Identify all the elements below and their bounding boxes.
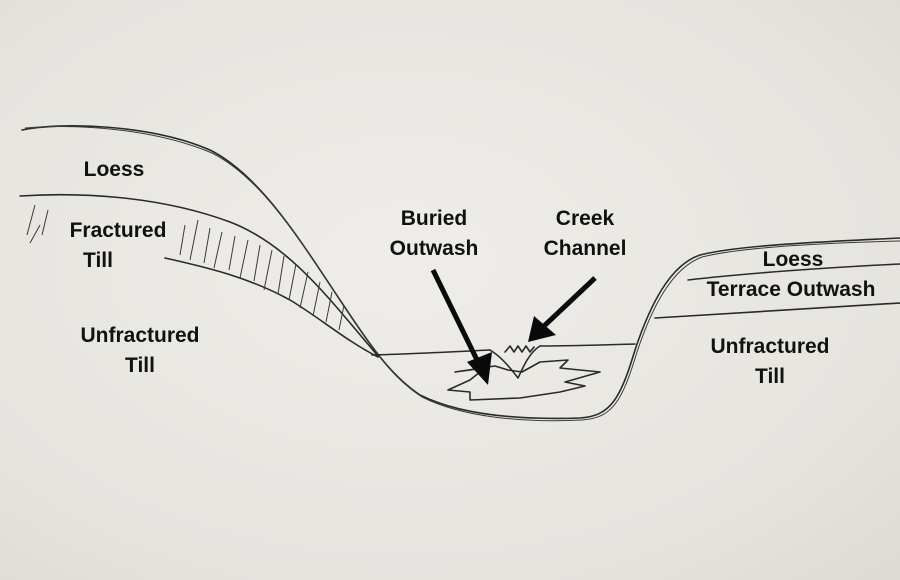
- label-terrace-outwash: Terrace Outwash: [706, 278, 876, 301]
- label-loess-left: Loess: [83, 158, 145, 181]
- ground-surface-line: [21, 125, 900, 420]
- creek-channel-sketch: [489, 345, 541, 379]
- fractured-till-base-line: [164, 257, 379, 358]
- label-line: Creek: [555, 207, 615, 230]
- label-line: Channel: [543, 237, 627, 260]
- label-line: Till: [125, 354, 155, 377]
- label-line: Unfractured: [80, 324, 200, 347]
- loess-base-line-right: [687, 263, 900, 281]
- fracture-hatching: [26, 204, 345, 331]
- label-line: Till: [755, 365, 785, 388]
- loess-base-line-left: [19, 193, 379, 357]
- label-creek-channel: Creek Channel: [544, 204, 627, 264]
- terrace-outwash-base-line: [654, 302, 900, 319]
- label-unfractured-till-right: Unfractured Till: [710, 332, 829, 392]
- label-line: Till: [83, 249, 113, 272]
- label-buried-outwash: Buried Outwash: [390, 204, 479, 264]
- arrow-creek-channel: [528, 276, 597, 342]
- buried-outwash-body: [447, 359, 601, 401]
- label-line: Buried: [400, 207, 468, 230]
- valley-floor-line: [371, 343, 636, 356]
- label-unfractured-till-left: Unfractured Till: [80, 321, 199, 381]
- arrow-buried-outwash: [430, 268, 492, 385]
- label-line: Unfractured: [710, 335, 830, 358]
- label-loess-right: Loess: [762, 248, 824, 271]
- label-line: Outwash: [389, 237, 479, 260]
- label-line: Fractured: [69, 219, 167, 242]
- label-fractured-till: Fractured Till: [70, 216, 167, 276]
